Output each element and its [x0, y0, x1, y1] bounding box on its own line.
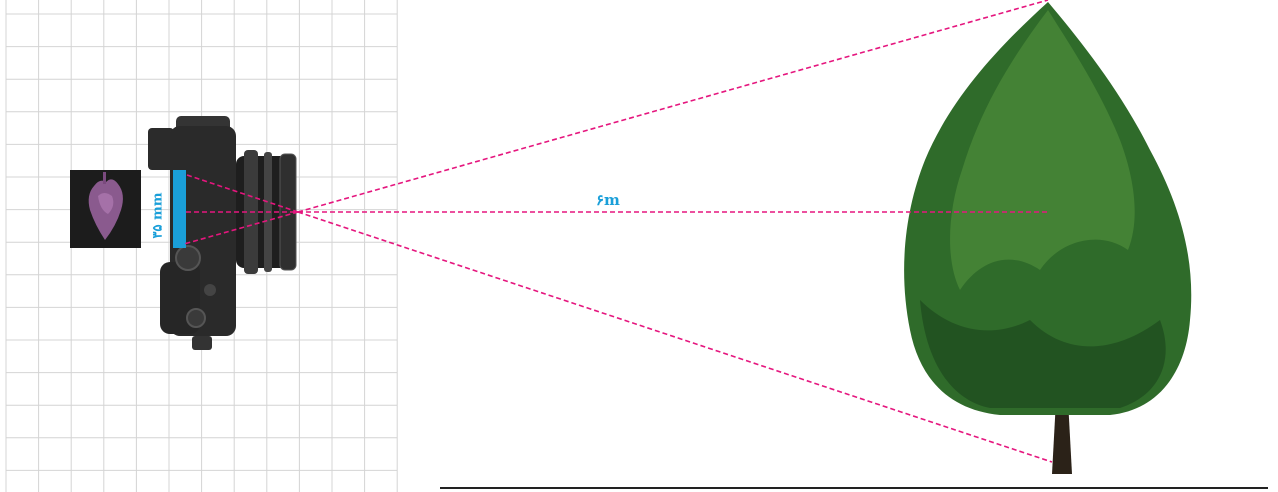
image-sensor — [173, 170, 186, 248]
inverted-tree-image-icon — [70, 170, 141, 248]
sensor-size-label: ۳۵ mm — [142, 190, 174, 240]
sensor-size-text: ۳۵ mm — [151, 192, 166, 238]
tree-icon — [904, 2, 1191, 474]
distance-label: ۶m — [596, 191, 620, 209]
